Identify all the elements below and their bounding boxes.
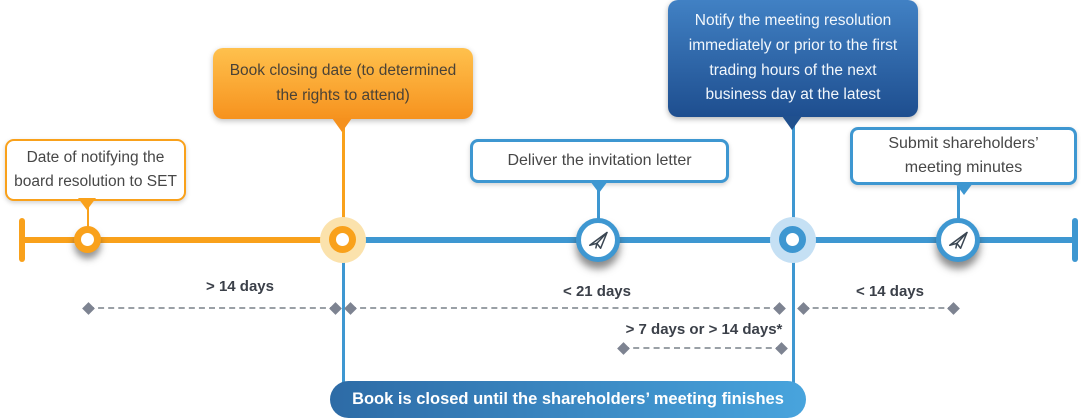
diamond-endpoint: [82, 301, 95, 315]
milestone-deliver-invitation: [576, 218, 620, 262]
interval-line-invitation-window: [617, 341, 788, 355]
interval-label-closing-to-meeting: < 21 days: [563, 283, 631, 300]
diamond-endpoint: [329, 301, 342, 315]
connector-notify-set: [87, 203, 89, 229]
milestone-submit-minutes: [936, 218, 980, 262]
interval-line-board-to-closing: [82, 301, 342, 315]
callout-notify-resolution: Notify the meeting resolution immediatel…: [668, 0, 918, 130]
book-closed-banner-label: Book is closed until the shareholders’ m…: [352, 390, 784, 408]
diamond-endpoint: [775, 341, 788, 355]
diamond-endpoint: [344, 301, 357, 315]
diamond-endpoint: [797, 301, 810, 315]
callout-pointer: [78, 198, 96, 210]
callout-notify-set: Date of notifying the board resolution t…: [5, 139, 186, 210]
interval-label-invitation-window: > 7 days or > 14 days*: [625, 321, 783, 338]
interval-label-board-to-closing: > 14 days: [206, 278, 274, 295]
callout-pointer: [590, 181, 608, 193]
book-closed-banner: Book is closed until the shareholders’ m…: [330, 381, 806, 418]
callout-book-closing-label: Book closing date (to determined the rig…: [229, 62, 457, 104]
callout-book-closing: Book closing date (to determined the rig…: [213, 48, 473, 132]
callout-notify-resolution-label: Notify the meeting resolution immediatel…: [688, 11, 898, 104]
connector-book-closing-to-banner: [342, 243, 345, 383]
connector-notify-resolution: [792, 114, 795, 220]
callout-notify-set-label: Date of notifying the board resolution t…: [14, 148, 177, 190]
timeline-segment-blue: [343, 237, 1076, 243]
connector-book-closing: [342, 126, 345, 220]
milestone-book-closing: [320, 217, 366, 263]
connector-deliver-invitation: [597, 182, 600, 222]
callout-deliver-invitation-label: Deliver the invitation letter: [507, 152, 692, 169]
callout-pointer: [332, 118, 352, 132]
timeline-end-cap: [1072, 218, 1078, 262]
timeline-segment-orange: [22, 237, 343, 243]
interval-line-closing-to-meeting: [344, 301, 786, 315]
connector-submit-minutes: [957, 186, 960, 222]
diamond-endpoint: [617, 341, 630, 355]
interval-line-meeting-to-minutes: [797, 301, 960, 315]
milestone-book-closing-ring: [329, 226, 356, 253]
callout-submit-minutes: Submit shareholders’ meeting minutes: [850, 127, 1077, 195]
milestone-notify-set: [74, 226, 101, 253]
milestone-meeting-resolution-ring: [779, 226, 806, 253]
callout-pointer: [782, 116, 802, 130]
paper-plane-icon: [949, 231, 968, 249]
interval-label-meeting-to-minutes: < 14 days: [856, 283, 924, 300]
connector-meeting-to-banner: [792, 243, 795, 383]
callout-submit-minutes-label: Submit shareholders’ meeting minutes: [888, 135, 1039, 176]
callout-pointer: [955, 183, 973, 195]
diamond-endpoint: [773, 301, 786, 315]
diamond-endpoint: [947, 301, 960, 315]
callout-deliver-invitation: Deliver the invitation letter: [470, 139, 729, 193]
paper-plane-icon: [589, 231, 608, 249]
milestone-meeting-resolution: [770, 217, 816, 263]
